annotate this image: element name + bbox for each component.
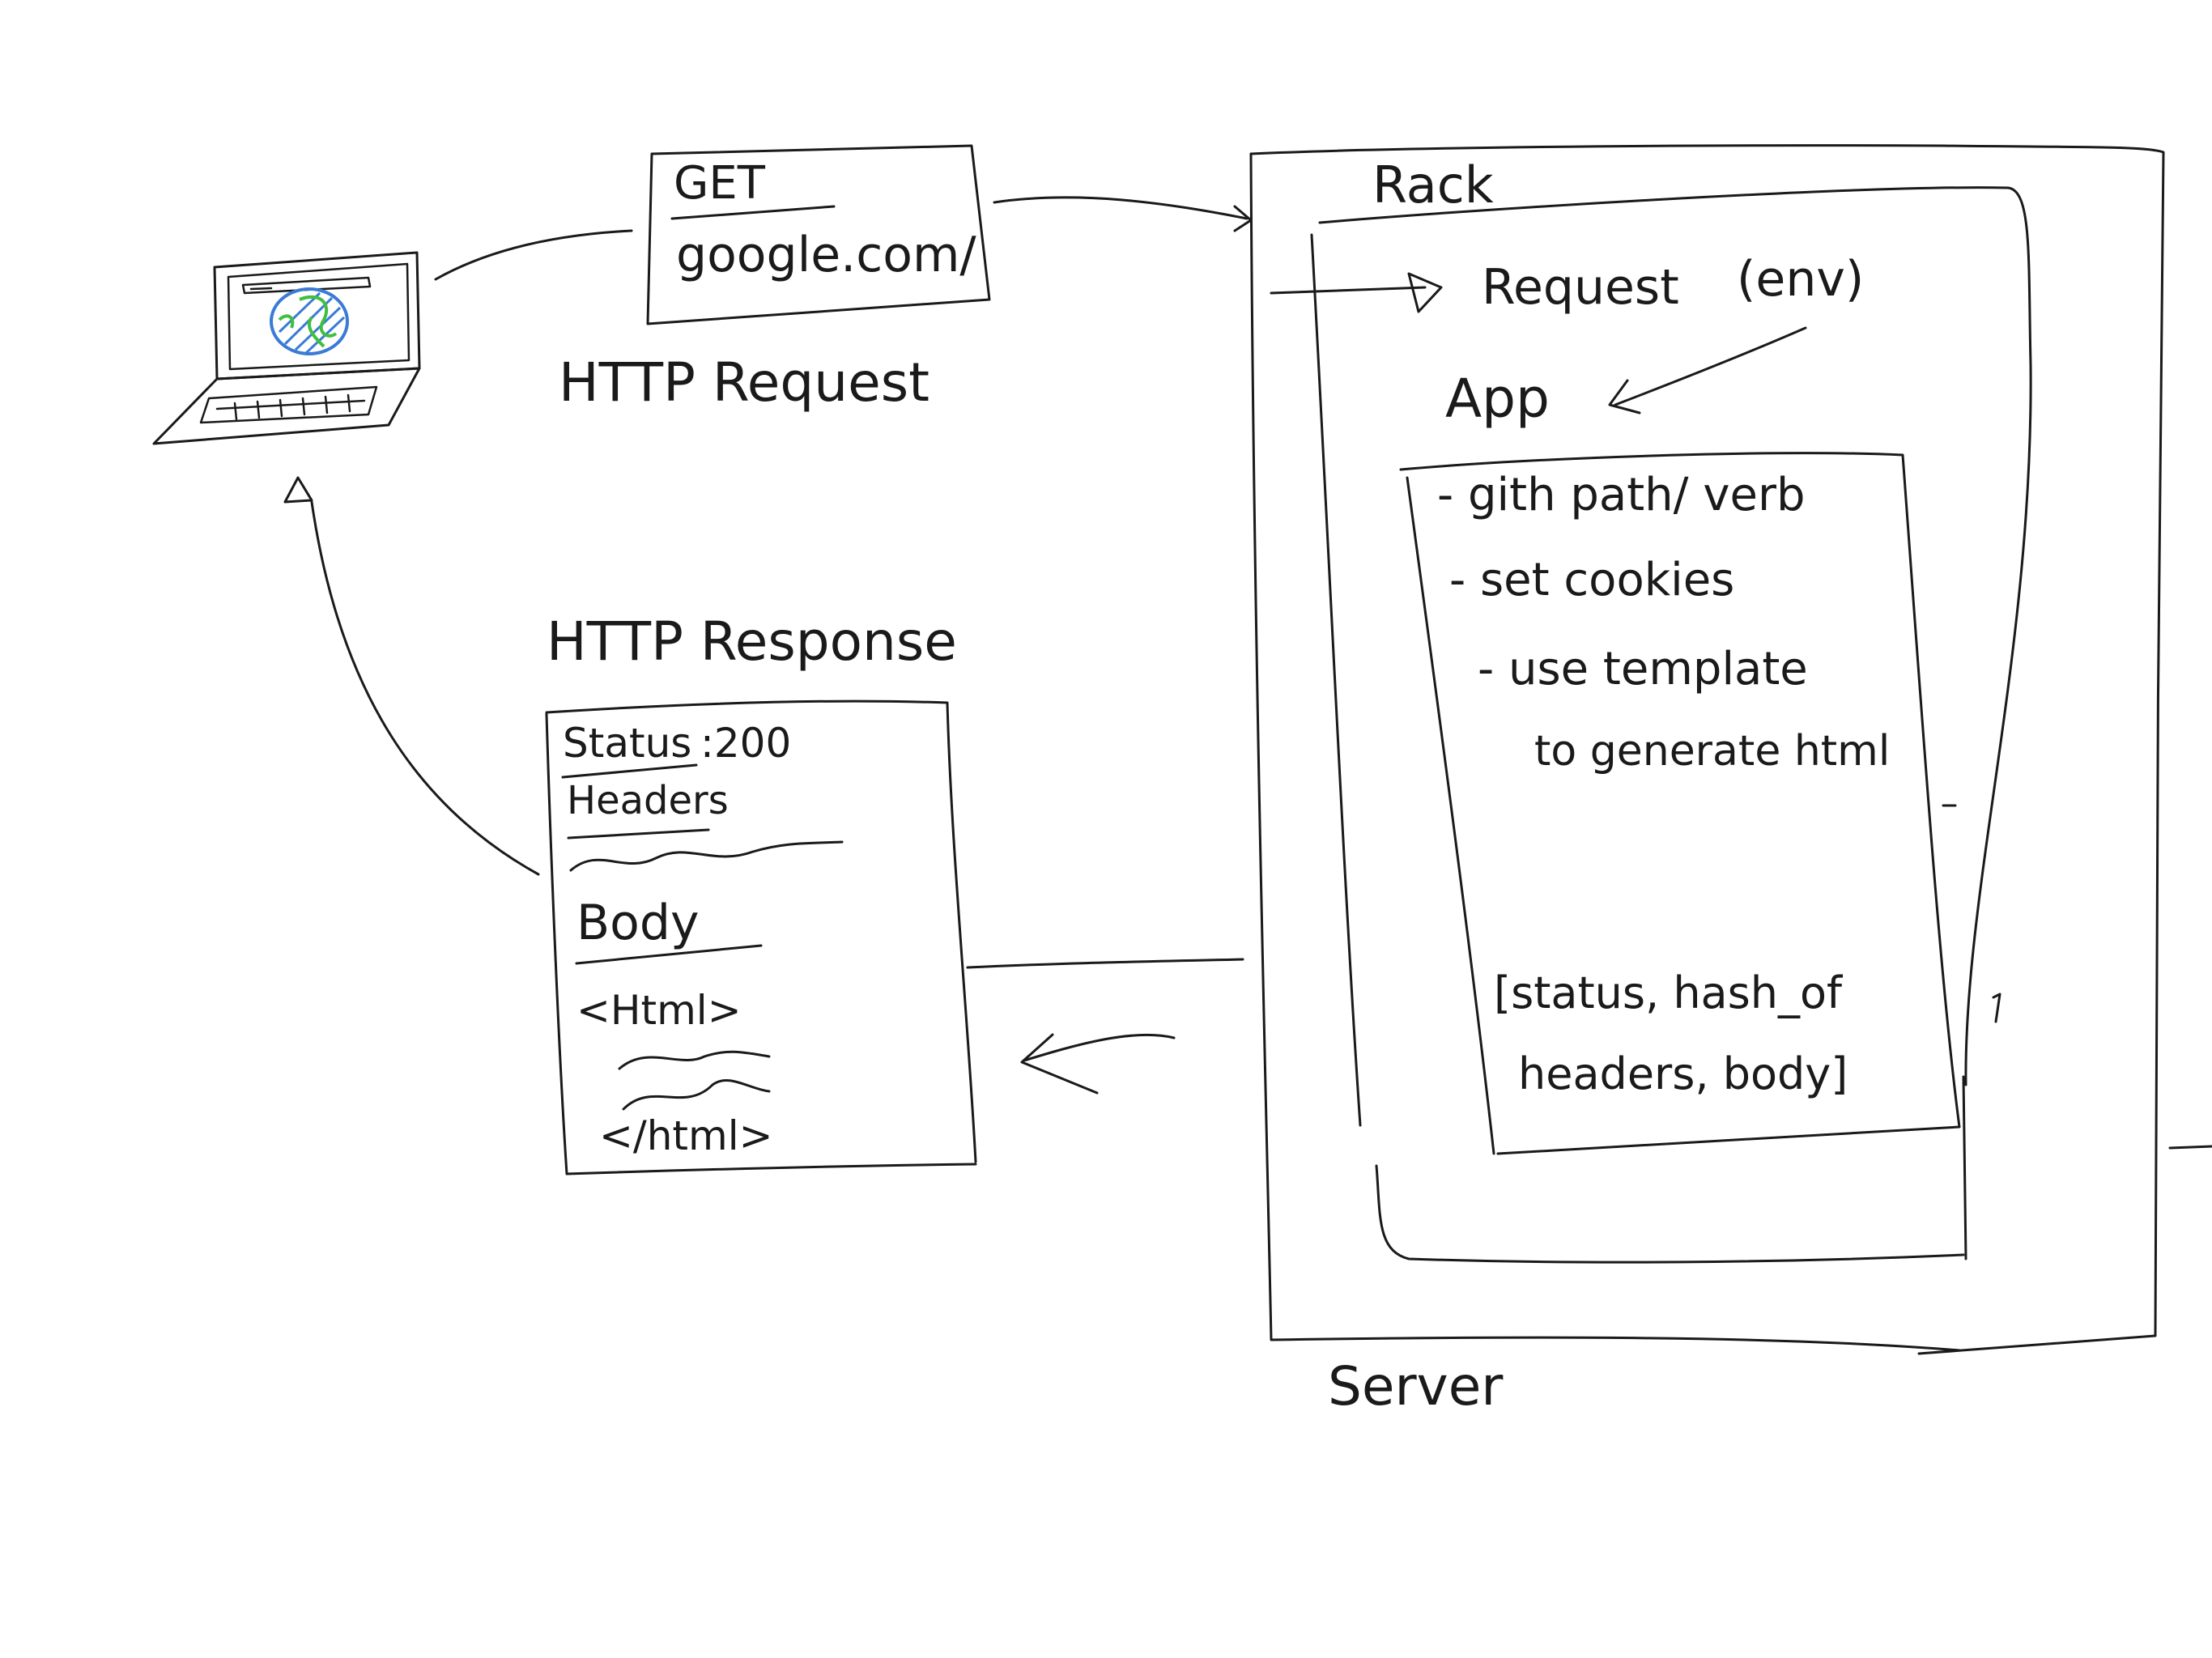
app-step-1: - gith path/ verb (1437, 469, 1806, 521)
server-label: Server (1328, 1355, 1504, 1418)
rack-label: Rack (1372, 155, 1494, 215)
app-box (1399, 452, 1961, 1155)
app-return-line-1: [status, hash_of (1494, 967, 1844, 1018)
http-request-box: GET google.com/ (646, 144, 991, 325)
response-status-label: Status (563, 720, 691, 767)
body-squiggle-1 (618, 1050, 771, 1070)
response-to-laptop-arrow (310, 500, 540, 876)
response-html-open: <Html> (576, 987, 742, 1034)
response-direction-arrow (1023, 1033, 1176, 1062)
server-box (1249, 144, 2165, 1355)
server-to-response-line (966, 958, 1244, 969)
laptop-to-request-line (434, 229, 633, 281)
rack-env-label: (env) (1737, 251, 1864, 308)
app-label: App (1445, 368, 1550, 430)
http-response-box (545, 699, 977, 1175)
app-step-4: to generate html (1534, 727, 1890, 776)
request-url: google.com/ (676, 227, 976, 283)
response-headers-label: Headers (567, 778, 729, 823)
app-step-3: - use template (1478, 643, 1808, 695)
response-html-close: </html> (599, 1112, 773, 1159)
request-arrow (1270, 286, 1427, 295)
request-to-server-arrow (993, 196, 1249, 220)
env-to-app-arrow (1614, 326, 1807, 406)
app-step-2: - set cookies (1449, 554, 1734, 606)
body-squiggle-2 (622, 1079, 771, 1111)
headers-squiggle (569, 840, 844, 872)
rack-box (1310, 186, 2032, 1264)
http-response-caption: HTTP Response (547, 610, 957, 673)
laptop-icon (152, 251, 421, 445)
http-request-caption: HTTP Request (559, 351, 929, 414)
response-body-label: Body (576, 895, 699, 951)
globe-icon (270, 287, 349, 355)
request-method: GET (674, 157, 766, 210)
app-return-line-2: headers, body] (1518, 1048, 1848, 1099)
response-status-code: :200 (700, 720, 791, 767)
rack-request-label: Request (1482, 259, 1679, 316)
